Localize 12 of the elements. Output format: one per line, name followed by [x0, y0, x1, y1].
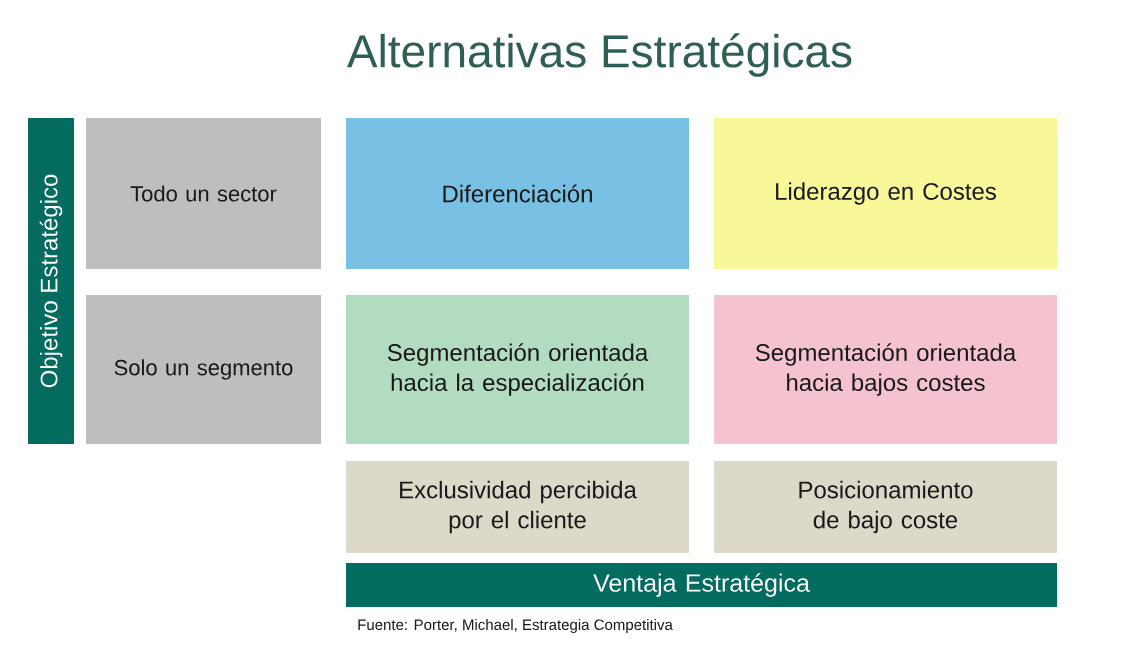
strategy-box: Diferenciación: [346, 118, 689, 269]
row-label-box: Todo un sector: [86, 118, 321, 269]
title: Alternativas Estratégicas: [347, 33, 852, 77]
strategy-box: Exclusividad percibida por el cliente: [346, 461, 689, 553]
strategy-box: Segmentación orientada hacia bajos costes: [714, 295, 1057, 444]
bottom-label-band: Ventaja Estratégica: [346, 563, 1057, 607]
strategy-box: Posicionamiento de bajo coste: [714, 461, 1057, 553]
row-label-box: Solo un segmento: [86, 295, 321, 444]
strategy-box: Liderazgo en Costes: [714, 118, 1057, 269]
side-label-band: Objetivo Estratégico: [28, 118, 74, 444]
strategy-box: Segmentación orientada hacia la especialización: [346, 295, 689, 444]
source-caption: Fuente: Porter, Michael, Estrategia Competitiva: [358, 619, 673, 633]
